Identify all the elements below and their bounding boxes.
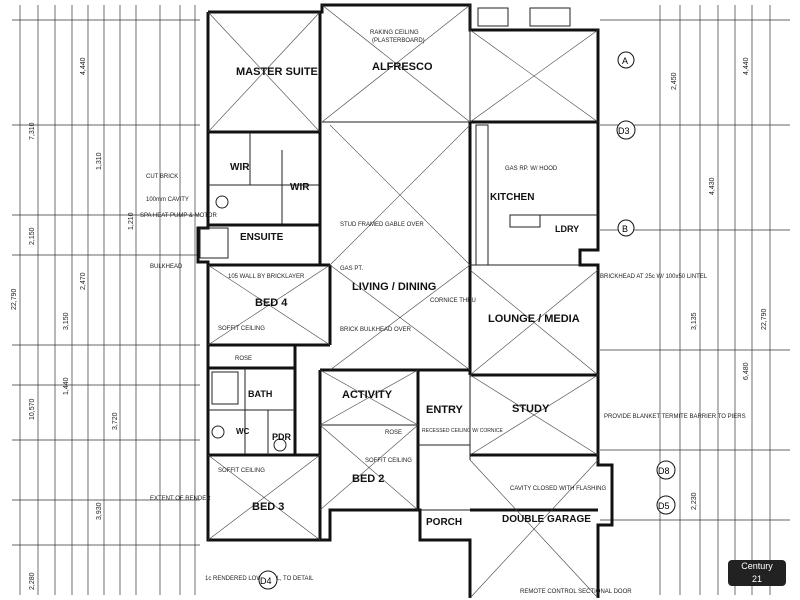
dim-right-c: 2,230	[691, 492, 698, 510]
bath-tub-icon	[211, 371, 239, 405]
note-soffit-bed4: SOFFIT CEILING	[218, 326, 265, 332]
note-cavity: 100mm CAVITY	[146, 197, 189, 203]
left-dimensions: 22,790 10,570 7,310 2,150 2,280 4,440 3,…	[11, 5, 200, 595]
room-garage: DOUBLE GARAGE	[502, 514, 591, 525]
dim-left-e: 3,930	[96, 502, 103, 520]
room-ldry: LDRY	[555, 224, 579, 234]
tag-a: A	[617, 51, 635, 69]
right-dimensions: 22,790 6,480 4,440 2,450 3,135 2,230 4,4…	[600, 5, 790, 595]
note-gas-pt: GAS PT.	[340, 266, 363, 272]
dim-right-a: 2,450	[671, 72, 678, 90]
note-wall-brick: 105 WALL BY BRICKLAYER	[228, 274, 305, 280]
dim-left-c: 1,440	[63, 377, 70, 395]
tag-d3: D3	[616, 120, 636, 140]
spa-bath-icon	[199, 227, 229, 259]
note-rose-1: ROSE	[235, 356, 252, 362]
note-bulkhead: BULKHEAD	[150, 264, 183, 270]
svg-text:D4: D4	[260, 576, 272, 586]
dim-right-b: 3,135	[691, 312, 698, 330]
dim-left-upper: 7,310	[29, 122, 36, 140]
note-brick-bulkhead: BRICK BULKHEAD OVER	[340, 327, 412, 333]
room-activity: ACTIVITY	[342, 389, 393, 401]
tag-b: B	[617, 219, 635, 237]
toilet-icon	[215, 195, 229, 209]
fixtures	[199, 7, 571, 452]
century21-logo: Century 21	[728, 560, 786, 586]
room-bed2: BED 2	[352, 473, 384, 485]
laundry-tub-icon	[529, 7, 571, 27]
dim-right-mid: 6,480	[743, 362, 750, 380]
note-cornice-thru: CORNICE THRU	[430, 298, 476, 304]
tag-d4: D4	[258, 570, 278, 590]
note-rose-2: ROSE	[385, 430, 402, 436]
room-living: LIVING / DINING	[352, 281, 436, 293]
room-pdr: PDR	[272, 432, 292, 442]
note-remote-door: REMOTE CONTROL SECTIONAL DOOR	[520, 589, 632, 595]
room-wir-2: WIR	[290, 182, 310, 193]
note-raking-ceiling: RAKING CEILING	[370, 30, 419, 36]
room-bed3: BED 3	[252, 501, 284, 513]
svg-text:D5: D5	[658, 501, 670, 511]
note-recessed-ceiling: RECESSED CEILING W/ CORNICE	[422, 428, 504, 434]
logo-line1: Century	[741, 561, 773, 571]
dim-left-total: 22,790	[11, 288, 18, 310]
dim-left-top: 4,440	[80, 57, 87, 75]
room-master-suite: MASTER SUITE	[236, 66, 318, 78]
tag-d5: D5	[656, 495, 676, 515]
sink-icon	[477, 7, 509, 27]
dim-right-total: 22,790	[761, 308, 768, 330]
walls	[196, 3, 614, 598]
dim-left-bottom: 2,280	[29, 572, 36, 590]
note-termite: PROVIDE BLANKET TERMITE BARRIER TO PIERS	[604, 414, 746, 420]
dim-right-top: 4,440	[743, 57, 750, 75]
dim-left-mid: 10,570	[29, 398, 36, 420]
room-wc: WC	[236, 427, 250, 436]
room-porch: PORCH	[426, 517, 462, 528]
note-spa-heat: SPA HEAT PUMP & MOTOR	[140, 213, 217, 219]
room-lounge: LOUNGE / MEDIA	[488, 313, 580, 325]
svg-text:D3: D3	[618, 126, 630, 136]
room-entry: ENTRY	[426, 404, 464, 416]
room-bed4: BED 4	[255, 297, 288, 309]
note-plasterboard: (PLASTERBOARD)	[372, 38, 425, 44]
wc-toilet-icon	[211, 425, 225, 439]
room-wir-1: WIR	[230, 162, 250, 173]
dim-left-a: 2,150	[29, 227, 36, 245]
note-cavity-flashing: CAVITY CLOSED WITH FLASHING	[510, 486, 606, 492]
room-alfresco: ALFRESCO	[372, 61, 433, 73]
tag-d8: D8	[656, 460, 676, 480]
note-kitchen: GAS RP. W/ HOOD	[505, 166, 558, 172]
room-labels: MASTER SUITE ALFRESCO WIR WIR ENSUITE KI…	[230, 61, 591, 528]
room-study: STUDY	[512, 403, 550, 415]
kitchen-bench	[475, 124, 489, 266]
note-soffit-bed3: SOFFIT CEILING	[218, 468, 265, 474]
svg-text:A: A	[622, 56, 628, 66]
dim-left-g: 1,210	[128, 212, 135, 230]
note-stud-framed: STUD FRAMED GABLE OVER	[340, 222, 424, 228]
ceiling-lines	[207, 4, 599, 599]
pdr-toilet-icon	[273, 438, 287, 452]
dim-left-f: 3,720	[112, 412, 119, 430]
svg-text:D8: D8	[658, 466, 670, 476]
note-soffit-bed2: SOFFIT CEILING	[365, 458, 412, 464]
room-bath: BATH	[248, 389, 272, 399]
logo-line2: 21	[751, 574, 762, 584]
kitchen-island	[509, 214, 541, 228]
room-ensuite: ENSUITE	[240, 232, 284, 243]
dim-left-h: 1,310	[96, 152, 103, 170]
dim-right-d: 4,430	[709, 177, 716, 195]
note-brick-lintel: BRICKHEAD AT 25c W/ 100x50 LINTEL	[600, 274, 708, 280]
plan-notes: RAKING CEILING (PLASTERBOARD) BRICK BULK…	[140, 30, 746, 595]
dim-left-d: 2,470	[80, 272, 87, 290]
room-kitchen: KITCHEN	[490, 192, 534, 203]
elevation-tags: A D3 B D8 D5 D4	[258, 51, 676, 590]
dim-left-b: 3,150	[63, 312, 70, 330]
note-extent-render: EXTENT OF RENDER	[150, 496, 211, 502]
note-cut-brick: CUT BRICK	[146, 174, 178, 180]
svg-text:B: B	[622, 224, 628, 234]
